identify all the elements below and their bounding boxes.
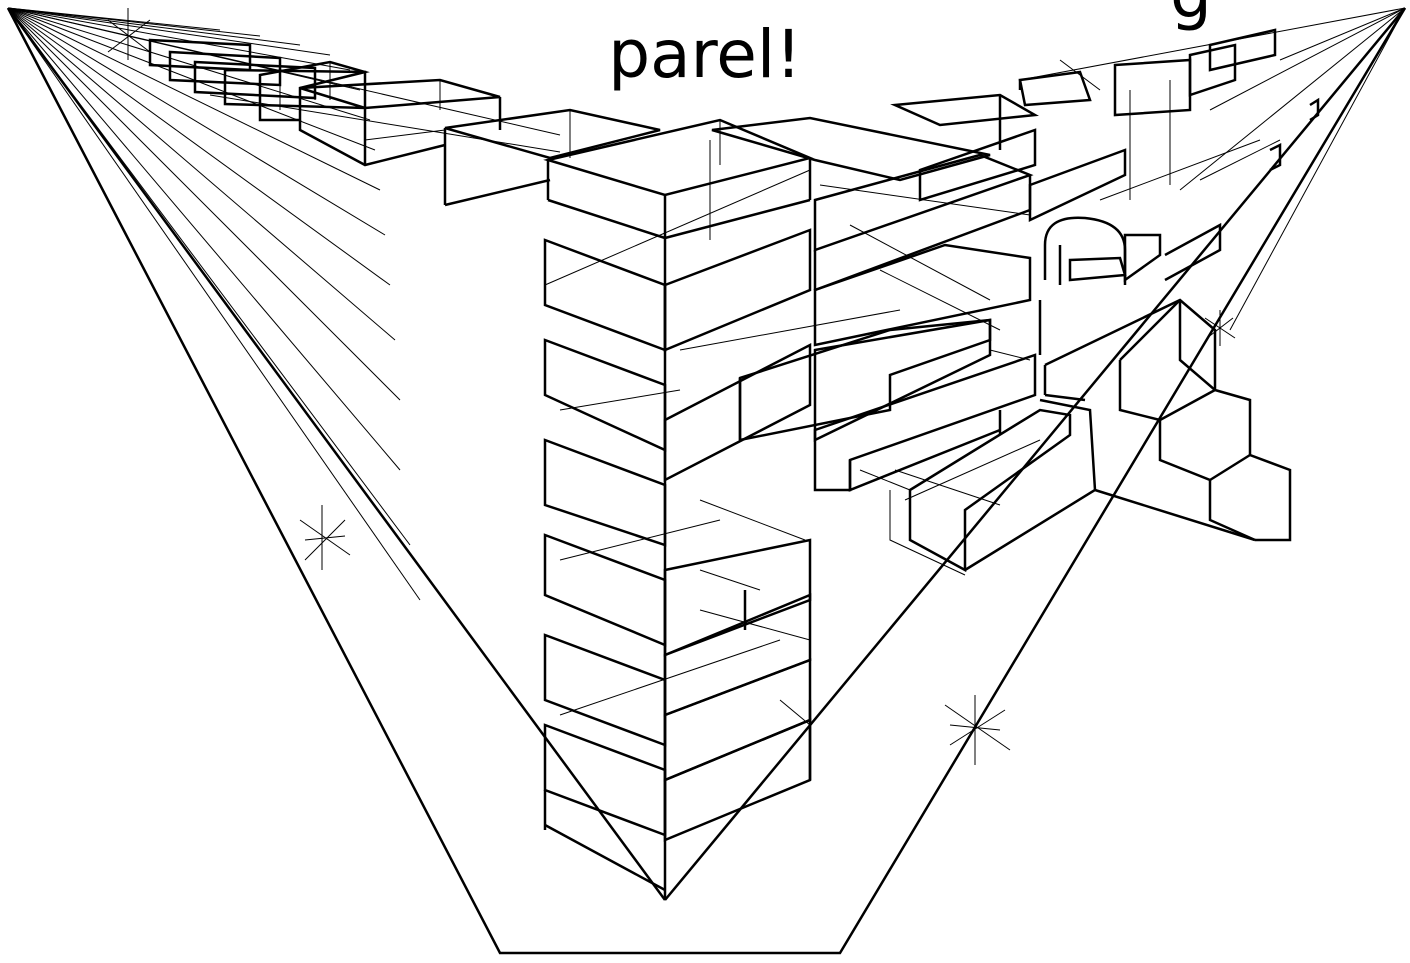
right-wall-details bbox=[1020, 80, 1318, 280]
lower-ledges-guides bbox=[890, 440, 1040, 575]
sparkle-stars bbox=[108, 8, 1235, 765]
left-rooftop-guides bbox=[150, 40, 570, 158]
middle-structures bbox=[712, 30, 1275, 490]
central-building-guides bbox=[545, 120, 900, 725]
middle-guides bbox=[820, 60, 1260, 505]
outer-walls bbox=[8, 8, 1405, 953]
star-icon bbox=[300, 505, 350, 570]
star-icon bbox=[1205, 310, 1235, 346]
star-icon bbox=[945, 695, 1010, 765]
staircase bbox=[1045, 300, 1290, 540]
archway bbox=[1040, 218, 1160, 355]
caption-line-2: parel! bbox=[608, 16, 802, 93]
star-icon bbox=[108, 8, 150, 60]
central-building bbox=[545, 120, 810, 900]
caption-fragment: g bbox=[1170, 0, 1212, 28]
lower-ledges bbox=[910, 395, 1095, 570]
